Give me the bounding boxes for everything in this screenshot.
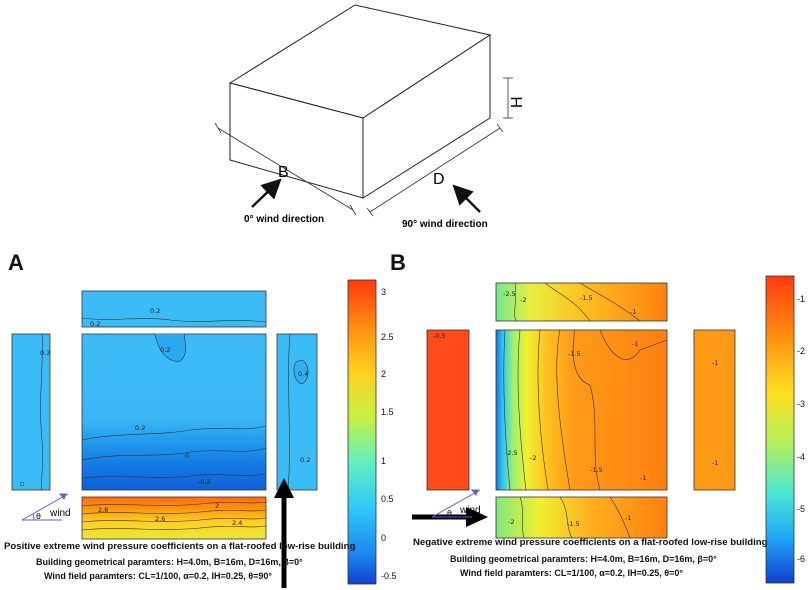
panel-a-wind-label: wind (49, 508, 71, 519)
panel-b-roof (495, 329, 668, 491)
svg-text:-1: -1 (632, 340, 638, 348)
isometric-building (228, 4, 492, 199)
panel-b-wind-label: wind (459, 505, 481, 516)
panel-a-cb-tick-3: 3 (381, 287, 387, 297)
panel-b-colorbar (765, 275, 795, 584)
dir0-arrow (251, 178, 282, 208)
panel-a-letter: A (8, 250, 24, 275)
svg-text:-0.5: -0.5 (433, 332, 446, 340)
panel-a-wall-left (11, 333, 51, 491)
svg-text:0: 0 (185, 452, 189, 460)
panel-b-wall-right (693, 329, 736, 491)
svg-text:0.2: 0.2 (90, 320, 100, 328)
svg-text:0.2: 0.2 (135, 424, 145, 432)
panel-b-wall-left (426, 329, 470, 491)
panel-a-theta: θ (36, 512, 41, 521)
panel-a-cb-tick-0-5: 0.5 (381, 494, 394, 504)
svg-text:-2.5: -2.5 (505, 449, 518, 457)
dir90-arrow (452, 184, 481, 213)
panel-b-wall-top (495, 282, 668, 322)
svg-text:2.6: 2.6 (155, 515, 165, 523)
panel-b-cb-tick-2: -2 (797, 346, 806, 356)
panel-a-geom-line: Building geometrical paramters: H=4.0m, … (36, 557, 303, 567)
panel-a-cb-tick-1-5: 1.5 (381, 407, 394, 417)
svg-text:-1: -1 (630, 308, 636, 316)
svg-text:-1: -1 (712, 359, 718, 367)
dim-h-label: H (509, 96, 526, 108)
panel-b-geom-line: Building geometrical paramters: H=4.0m, … (450, 554, 717, 564)
panel-b-wind-line: Wind field paramters: CL=1/100, α=0.2, I… (460, 568, 684, 578)
panel-a-cb-tick-0: 0 (381, 533, 387, 543)
svg-text:0.4: 0.4 (298, 370, 308, 378)
panel-a-wall-bottom (81, 496, 267, 540)
dir0-label: 0° wind direction (244, 214, 324, 225)
building-side-face (362, 34, 491, 199)
panel-a-wall-right (276, 333, 318, 491)
panel-a-wall-top (81, 290, 267, 328)
svg-text:-2.5: -2.5 (503, 290, 516, 298)
dim-b-label: B (278, 164, 289, 181)
dimension-lines (214, 77, 513, 217)
panel-a-cb-tick-neg0-5: -0.5 (381, 571, 397, 581)
panel-b-letter: B (390, 250, 406, 275)
svg-text:-1: -1 (640, 474, 646, 482)
panel-b-wall-bottom (495, 496, 668, 539)
svg-text:2.4: 2.4 (232, 519, 242, 527)
panel-a-cb-tick-2: 2 (381, 369, 387, 379)
panel-b-caption: Negative extreme wind pressure coefficie… (413, 537, 768, 548)
panel-b-cb-tick-1: -1 (797, 294, 806, 304)
svg-text:2: 2 (215, 502, 219, 510)
svg-text:0.2: 0.2 (160, 346, 170, 354)
svg-text:2.8: 2.8 (98, 506, 108, 514)
svg-text:0.2: 0.2 (150, 307, 160, 315)
panel-a-cb-tick-1: 1 (381, 456, 387, 466)
svg-text:-2: -2 (508, 518, 514, 526)
panel-b-wind-angle-icon (431, 489, 481, 518)
svg-text:-1.5: -1.5 (568, 350, 581, 358)
panel-a-cb-tick-2-5: 2.5 (381, 332, 394, 342)
panel-a-caption: Positive extreme wind pressure coefficie… (4, 541, 356, 552)
panel-a-wind-angle-icon (21, 493, 69, 521)
svg-text:-1.5: -1.5 (580, 294, 593, 302)
panel-b-cb-tick-4: -4 (797, 452, 806, 462)
svg-text:-1.5: -1.5 (567, 520, 580, 528)
panel-a-colorbar (347, 279, 377, 585)
panel-b-plots: -2.5 -2 -1.5 -1 -0.5 -2.5 -1.5 -1 -1 -1.… (412, 275, 795, 584)
panel-a-wind-line: Wind field paramters: CL=1/100, α=0.2, I… (44, 571, 273, 581)
panel-b-cb-tick-5: -5 (797, 504, 806, 514)
panel-b-cb-tick-6: -6 (797, 554, 806, 564)
dir90-label: 90° wind direction (402, 219, 488, 230)
svg-text:0.2: 0.2 (40, 349, 50, 357)
panel-a-plots: 0.2 0.2 0.2 0.2 0.2 0 -0.2 0.4 0.2 2.8 2… (11, 279, 377, 588)
svg-text:0.2: 0.2 (300, 456, 310, 464)
svg-text:-0.2: -0.2 (198, 478, 211, 486)
svg-text:-1: -1 (712, 459, 718, 467)
svg-text:-2: -2 (520, 296, 526, 304)
svg-text:-1.5: -1.5 (590, 466, 603, 474)
svg-text:-2: -2 (530, 454, 536, 462)
dim-d-label: D (433, 171, 445, 188)
panel-b-cb-tick-3: -3 (797, 399, 806, 409)
panel-b-theta: θ (447, 509, 452, 518)
svg-text:-1: -1 (625, 514, 631, 522)
